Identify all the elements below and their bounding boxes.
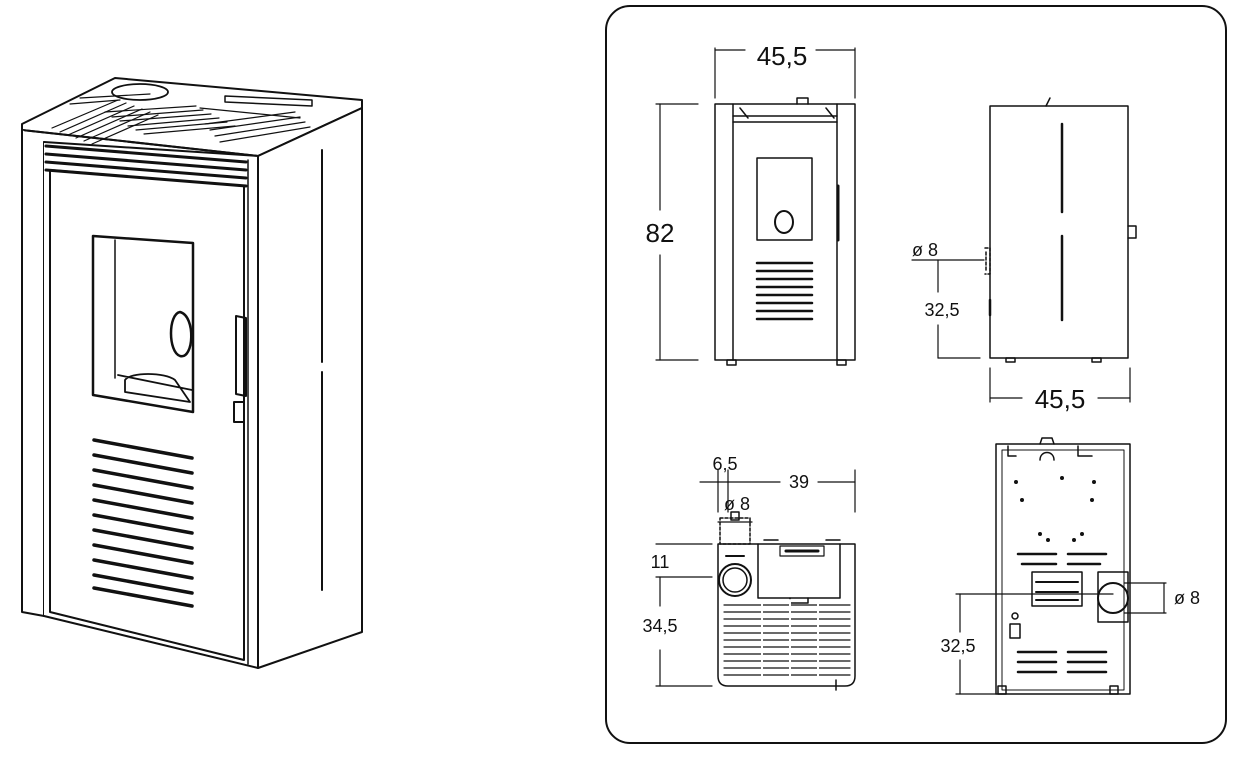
top-view-dimension-lines [655, 469, 856, 687]
stove-perspective-illustration [21, 77, 363, 669]
top-diameter-label: ø 8 [724, 494, 750, 514]
side-outlet-dimension-lines [911, 259, 985, 359]
front-view-drawing [714, 97, 856, 366]
side-depth-dimension-line [989, 367, 1131, 403]
top-offset-label: 6,5 [712, 454, 737, 474]
back-view-dimension-lines [955, 582, 1167, 695]
back-outlet-diameter-label: ø 8 [1174, 588, 1200, 608]
top-depth-offset-label: 34,5 [642, 616, 677, 636]
side-depth-label: 45,5 [1035, 384, 1086, 414]
front-width-label: 45,5 [757, 41, 808, 71]
front-width-dimension-line [714, 47, 856, 99]
back-outlet-height-label: 32,5 [940, 636, 975, 656]
side-view-drawing [984, 97, 1137, 363]
side-outlet-diameter-label: ø 8 [912, 240, 938, 260]
dimensions-panel-frame [605, 5, 1227, 744]
side-outlet-height-label: 32,5 [924, 300, 959, 320]
top-view-drawing [717, 511, 856, 691]
front-height-dimension-line [655, 103, 699, 361]
front-height-label: 82 [646, 218, 675, 248]
top-span-label: 39 [789, 472, 809, 492]
top-offset-top-label: 11 [651, 552, 670, 572]
back-view-drawing [995, 437, 1131, 695]
